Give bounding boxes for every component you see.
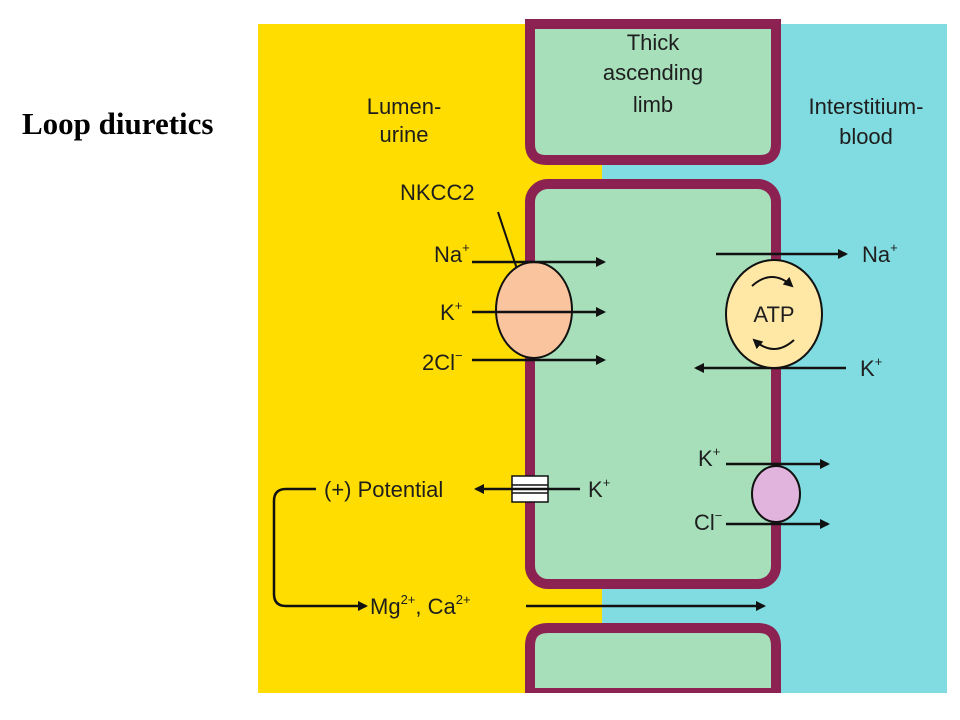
upper-cell — [525, 19, 781, 165]
lower-cell — [525, 623, 781, 698]
nkcc2-label: NKCC2 — [400, 180, 475, 205]
nkcc2-na-label: Na+ — [434, 240, 470, 267]
lumen-label-line2: urine — [380, 122, 429, 147]
nkcc2-k-label: K+ — [440, 298, 462, 325]
nkcc2-cl-label: 2Cl− — [422, 348, 463, 375]
kcl-k-label: K+ — [698, 444, 720, 471]
pump-k-label: K+ — [860, 354, 882, 381]
channel-k-label: K+ — [588, 475, 610, 502]
potential-label: (+) Potential — [324, 477, 443, 502]
atp-label: ATP — [753, 302, 794, 327]
pump-na-label: Na+ — [862, 240, 898, 267]
pump-cycle-arrow-top — [751, 276, 794, 288]
interstitium-label-line2: blood — [839, 124, 893, 149]
paracellular-ions-label: Mg2+, Ca2+ — [370, 592, 471, 619]
kcl-cotransporter — [751, 465, 801, 523]
atp-pump — [725, 259, 823, 369]
nkcc2-transporter — [495, 261, 573, 359]
interstitium-label-line1: Interstitium- — [809, 94, 924, 119]
kcl-cl-label: Cl− — [694, 508, 722, 535]
lumen-label-line1: Lumen- — [367, 94, 442, 119]
limb-label-line2: ascending — [603, 60, 703, 85]
slide-title: Loop diuretics — [22, 106, 214, 141]
potential-feedback-arrow — [272, 487, 368, 611]
main-cell — [525, 179, 781, 589]
limb-label-line1: Thick — [627, 30, 681, 55]
pump-cycle-arrow-bottom — [752, 338, 795, 350]
limb-label-line3: limb — [633, 92, 673, 117]
